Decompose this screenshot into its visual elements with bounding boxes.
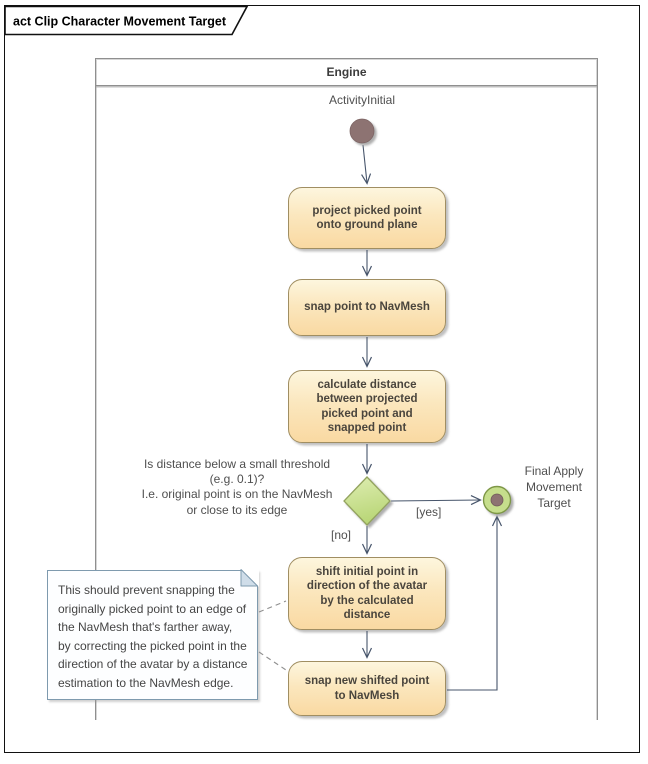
final-node-label: Final Apply Movement Target <box>524 464 584 510</box>
guard-no-label: [no] <box>331 528 352 542</box>
note-comment[interactable]: This should prevent snapping the origina… <box>47 570 258 700</box>
activity-shift-initial-point[interactable]: shift initial point in direction of the … <box>288 557 446 630</box>
partition-title[interactable]: Engine <box>96 59 597 86</box>
activity-snap-new-shifted-point[interactable]: snap new shifted point to NavMesh <box>288 661 446 716</box>
activity-project-picked-point[interactable]: project picked point onto ground plane <box>288 187 446 249</box>
activity-calculate-distance[interactable]: calculate distance between projected pic… <box>288 370 446 443</box>
diagram-outer-border <box>4 5 640 753</box>
activity-snap-point-to-navmesh[interactable]: snap point to NavMesh <box>288 279 446 336</box>
initial-node-label: ActivityInitial <box>328 93 396 107</box>
decision-question-label: Is distance below a small threshold (e.g… <box>141 457 333 517</box>
guard-yes-label: [yes] <box>416 505 442 519</box>
partition-engine[interactable]: Engine <box>95 58 598 720</box>
